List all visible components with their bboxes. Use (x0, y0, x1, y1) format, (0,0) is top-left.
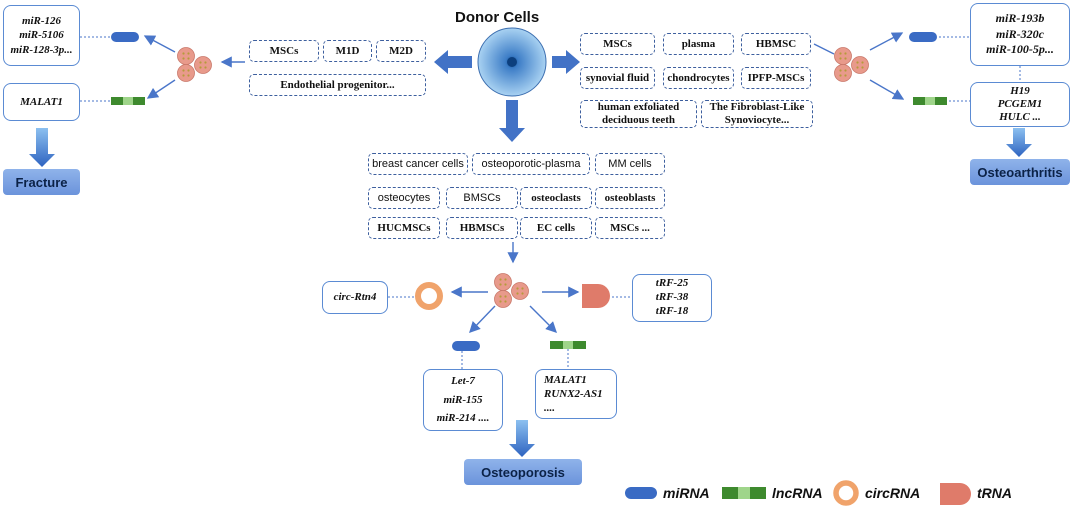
page-title: Donor Cells (455, 9, 540, 26)
left-donor-3: Endothelial progenitor... (249, 74, 426, 96)
osteoporosis-mirna-1: miR-155 (443, 393, 483, 406)
mirna-icon-osteoarthritis (909, 32, 937, 42)
fracture-lncrna-box: MALAT1 (3, 83, 80, 121)
osteoarthritis-mirna-box: miR-193b miR-320c miR-100-5p... (970, 3, 1070, 66)
mirna-icon-osteoporosis (452, 341, 480, 351)
osteoarthritis-lncrna-box: H19 PCGEM1 HULC ... (970, 82, 1070, 127)
center-donor-2: MM cells (595, 153, 665, 175)
osteoporosis-lncrna-1: RUNX2-AS1 (544, 387, 603, 400)
legend-lncrna-icon (722, 487, 766, 499)
osteoporosis-circrna-0: circ-Rtn4 (333, 291, 377, 304)
arrow-to-osteoporosis (509, 420, 535, 457)
lncrna-icon-osteoarthritis (913, 97, 947, 105)
right-donor-3: synovial fluid (580, 67, 655, 89)
fracture-mirna-1: miR-5106 (19, 29, 64, 42)
osteoporosis-lncrna-box: MALAT1 RUNX2-AS1 .... (535, 369, 617, 419)
lncrna-icon-fracture (111, 97, 145, 105)
right-donor-4: chondrocytes (663, 67, 734, 89)
osteoporosis-mirna-0: Let-7 (451, 374, 475, 387)
right-donor-2: HBMSC (741, 33, 811, 55)
fracture-mirna-box: miR-126 miR-5106 miR-128-3p... (3, 5, 80, 66)
legend-lncrna-label: lncRNA (772, 485, 823, 501)
trna-icon (582, 284, 610, 308)
arrow-to-fracture (29, 128, 55, 167)
right-donor-0: MSCs (580, 33, 655, 55)
right-donor-1: plasma (663, 33, 734, 55)
center-donor-3: osteocytes (368, 187, 440, 209)
center-donor-7: HUCMSCs (368, 217, 440, 239)
vesicle-cluster-right-icon (834, 47, 869, 82)
fracture-mirna-2: miR-128-3p... (10, 43, 73, 56)
left-donor-1: M1D (323, 40, 372, 62)
osteoporosis-mirna-2: miR-214 .... (436, 412, 490, 425)
center-donor-1: osteoporotic-plasma (472, 153, 590, 175)
fracture-lncrna-0: MALAT1 (20, 95, 63, 108)
fracture-mirna-0: miR-126 (21, 15, 62, 28)
vesicle-cluster-left-icon (177, 47, 212, 82)
right-donor-7: The Fibroblast-Like Synoviocyte... (701, 100, 813, 128)
mirna-icon-fracture (111, 32, 139, 42)
osteoporosis-mirna-box: Let-7 miR-155 miR-214 .... (423, 369, 503, 431)
big-arrow-down (499, 100, 525, 142)
left-donor-0: MSCs (249, 40, 319, 62)
legend-trna-icon (940, 483, 971, 505)
osteoarthritis-lncrna-1: PCGEM1 (997, 97, 1043, 110)
osteoporosis-trna-box: tRF-25 tRF-38 tRF-18 (632, 274, 712, 322)
right-donor-5: IPFP-MSCs (741, 67, 811, 89)
osteoarthritis-lncrna-2: HULC ... (999, 111, 1041, 124)
center-donor-10: MSCs ... (595, 217, 665, 239)
osteoporosis-trna-1: tRF-38 (655, 291, 689, 304)
legend-trna-label: tRNA (977, 485, 1012, 501)
osteoarthritis-mirna-2: miR-100-5p... (986, 42, 1054, 57)
osteoporosis-circrna-box: circ-Rtn4 (322, 281, 388, 314)
osteoarthritis-lncrna-0: H19 (1010, 84, 1030, 97)
circrna-icon (415, 282, 443, 310)
osteoarthritis-label: Osteoarthritis (970, 159, 1070, 185)
center-donor-9: EC cells (520, 217, 592, 239)
osteoporosis-trna-2: tRF-18 (655, 304, 689, 317)
big-arrow-right (552, 50, 580, 74)
osteoporosis-lncrna-2: .... (544, 402, 555, 415)
legend-circrna-icon (833, 480, 859, 506)
center-donor-4: BMSCs (446, 187, 518, 209)
center-donor-0: breast cancer cells (368, 153, 468, 175)
center-donor-6: osteoblasts (595, 187, 665, 209)
osteoporosis-trna-0: tRF-25 (655, 277, 689, 290)
legend-circrna-label: circRNA (865, 485, 921, 501)
osteoarthritis-mirna-1: miR-320c (996, 26, 1044, 41)
right-donor-6: human exfoliated deciduous teeth (580, 100, 697, 128)
osteoporosis-lncrna-0: MALAT1 (544, 373, 587, 386)
osteoporosis-label: Osteoporosis (464, 459, 582, 485)
osteoarthritis-mirna-0: miR-193b (995, 11, 1045, 26)
big-arrow-left (434, 50, 472, 74)
center-donor-8: HBMSCs (446, 217, 518, 239)
left-donor-2: M2D (376, 40, 426, 62)
vesicle-cluster-center-icon (494, 273, 529, 308)
legend-mirna-label: miRNA (663, 485, 710, 501)
donor-cell-icon (477, 27, 547, 97)
center-donor-5: osteoclasts (520, 187, 592, 209)
fracture-label: Fracture (3, 169, 80, 195)
arrow-to-osteoarthritis (1006, 128, 1032, 157)
lncrna-icon-osteoporosis (550, 341, 586, 349)
legend-mirna-icon (625, 487, 657, 499)
